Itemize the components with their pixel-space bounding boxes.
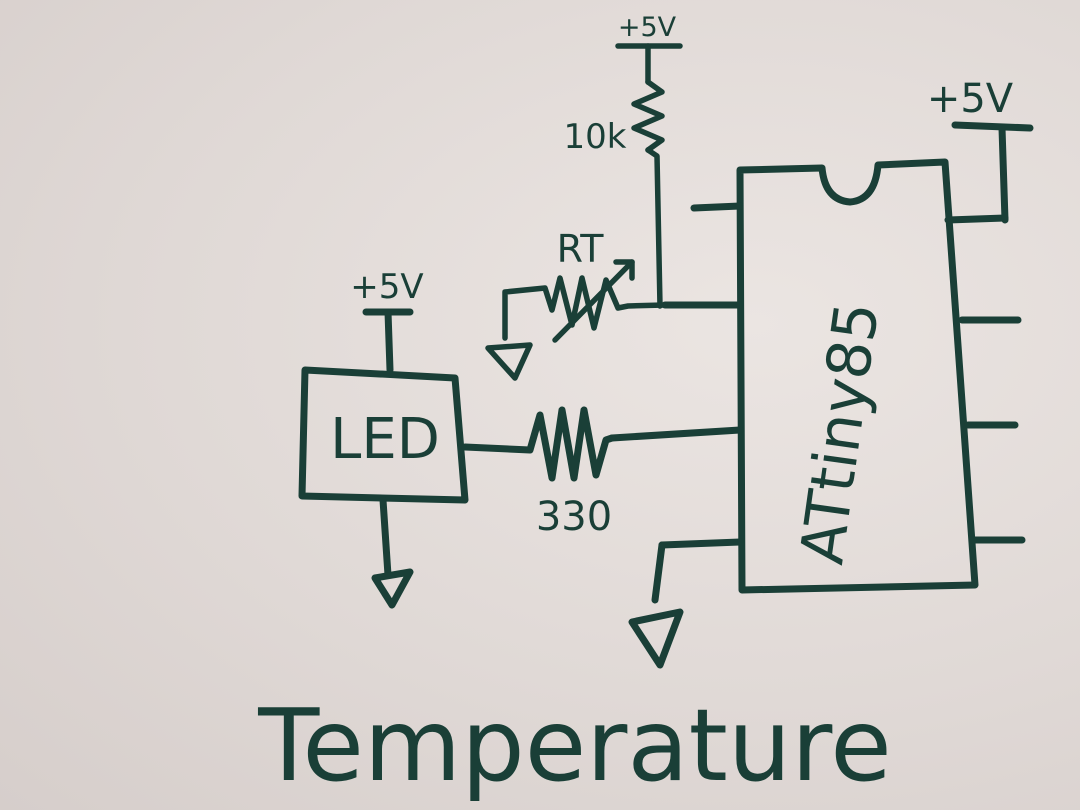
ic-supply-wire [998,124,1009,224]
ic-ground [628,541,684,669]
ic-label: ATtiny85 [787,298,893,568]
pullup-wire-bottom [645,147,663,309]
led-ground-wire [379,496,392,579]
ic-ground-icon [628,608,684,669]
ic-pin-left-1 [690,202,744,212]
thermistor-label: RT [557,227,605,271]
led-block: +5V LED [298,267,469,609]
led-box [298,366,469,504]
thermistor-ground-icon [485,342,533,381]
led-supply-wire [384,308,394,374]
ic-body [736,158,979,594]
pullup-branch: +5V 10k [564,12,683,309]
led-resistor-zigzag [461,406,616,482]
ic-pin-left-3 [608,426,744,442]
ic-supply-bar [951,121,1034,132]
pullup-resistor-label: 10k [564,117,627,157]
pullup-resistor [631,79,665,153]
thermistor-zigzag [502,275,668,341]
thermistor-branch: RT [485,227,668,381]
ic-pin-right-1 [944,214,1009,224]
ic-chip: ATtiny85 [608,158,1026,594]
led-label: LED [330,407,440,472]
led-resistor-label: 330 [536,494,612,540]
led-ground-icon [371,568,414,609]
led-supply-label: +5V [350,267,423,307]
led-resistor-branch: 330 [461,406,616,540]
thermistor-arrow-line [552,259,635,343]
ic-supply-label: +5V [927,76,1014,122]
diagram-title: Temperature [257,687,891,804]
thermistor-arrow-head [613,259,635,281]
ic-ground-wire [651,541,666,604]
ic-supply: +5V [927,76,1034,224]
ic-pin-left-4 [658,538,744,549]
pullup-supply-label: +5V [618,12,677,43]
